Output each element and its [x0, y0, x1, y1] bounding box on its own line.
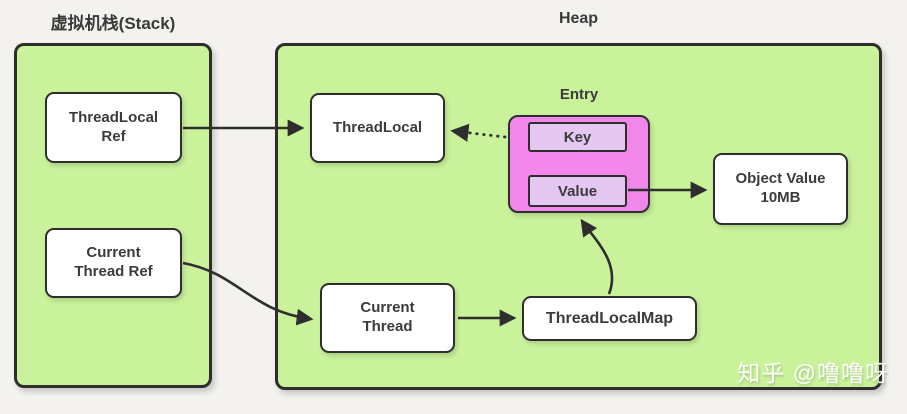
node-threadlocal-ref: ThreadLocal Ref	[45, 92, 182, 163]
node-threadlocalmap: ThreadLocalMap	[522, 296, 697, 341]
node-current-thread: Current Thread	[320, 283, 455, 353]
node-threadlocal: ThreadLocal	[310, 93, 445, 163]
heap-region-title: Heap	[558, 10, 599, 27]
stack-region-title: 虚拟机栈(Stack)	[50, 14, 176, 33]
entry-title: Entry	[559, 86, 599, 103]
node-object-value: Object Value 10MB	[713, 153, 848, 225]
entry-key-cell: Key	[528, 122, 627, 152]
node-current-thread-ref: Current Thread Ref	[45, 228, 182, 298]
watermark: 知乎 @噜噜呀	[737, 360, 889, 386]
entry-value-cell: Value	[528, 175, 627, 207]
